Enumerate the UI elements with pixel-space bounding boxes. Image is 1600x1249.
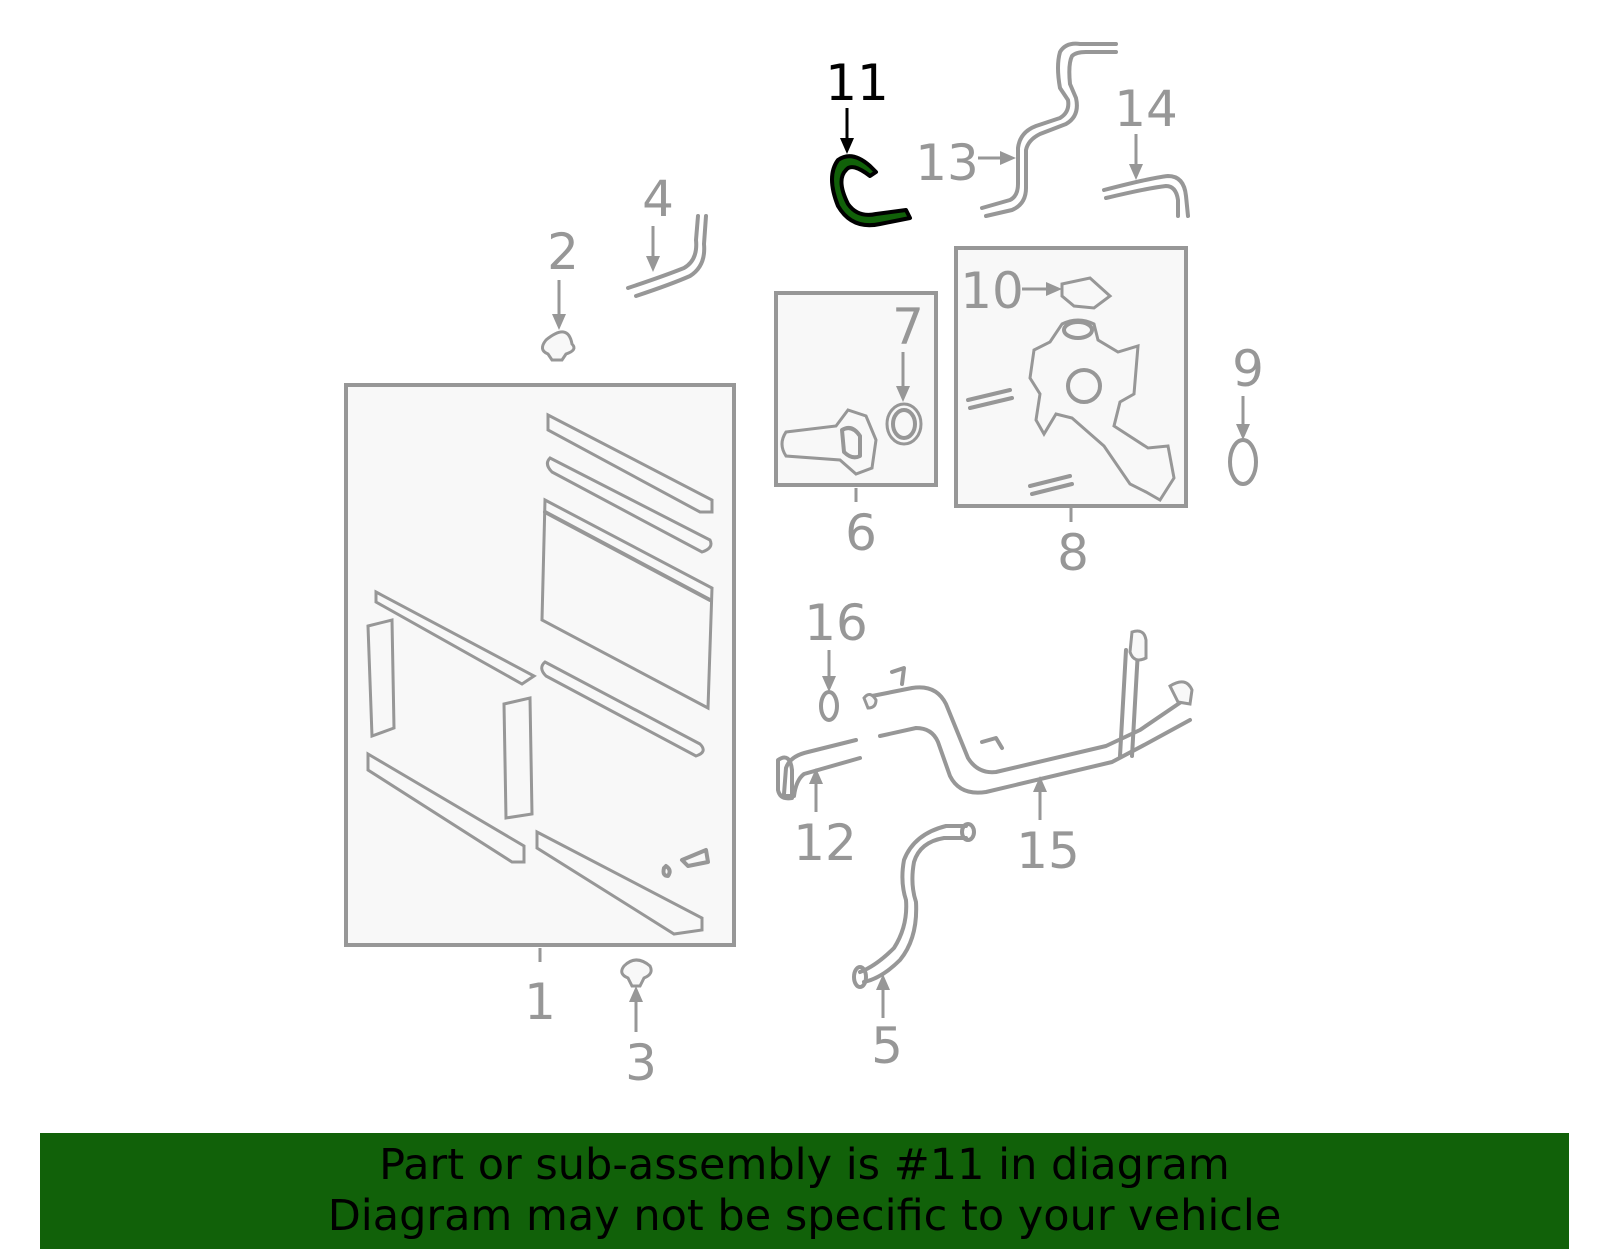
- radiator-lower-seal: [540, 660, 705, 758]
- pipe-15: [870, 685, 1186, 775]
- stud-bolt-lower: [1028, 474, 1074, 496]
- callout-4: 4: [642, 170, 674, 228]
- water-outlet-assembly-group: [954, 246, 1188, 508]
- hose-14: [1102, 174, 1190, 218]
- callout-10: 10: [960, 262, 1024, 320]
- o-ring-9: [1228, 438, 1258, 486]
- banner-line-part: Part or sub-assembly is #11 in diagram: [379, 1140, 1230, 1190]
- callout-9: 9: [1232, 340, 1264, 398]
- hose-4: [626, 214, 700, 290]
- callout-16: 16: [804, 594, 868, 652]
- banner-line-disclaimer: Diagram may not be specific to your vehi…: [327, 1191, 1282, 1241]
- hose-13: [980, 41, 1118, 210]
- cap-10: [1060, 276, 1113, 310]
- radiator-side-left: [366, 618, 396, 739]
- callout-13: 13: [915, 134, 979, 192]
- radiator-assembly-group: [344, 383, 736, 947]
- callout-14: 14: [1114, 80, 1178, 138]
- callout-8: 8: [1057, 524, 1089, 582]
- radiator-upper-tank: [546, 412, 714, 514]
- callout-3: 3: [625, 1034, 657, 1092]
- radiator-support-bottom: [366, 751, 526, 864]
- thermostat-assembly-group: [774, 291, 938, 487]
- radiator-upper-seal: [545, 456, 713, 554]
- o-ring-16: [819, 690, 839, 722]
- drain-plug: [661, 848, 710, 878]
- callout-11: 11: [825, 54, 889, 112]
- callout-7: 7: [892, 298, 924, 356]
- callout-6: 6: [845, 504, 877, 562]
- callout-labels: 1 2 3 4 5 6 7 8 9 10 11 12 13 14 15 16: [524, 54, 1264, 1092]
- callout-12: 12: [793, 814, 857, 872]
- info-banner: Part or sub-assembly is #11 in diagram D…: [40, 1133, 1569, 1249]
- radiator-support-top: [374, 589, 537, 686]
- hose-5: [858, 824, 968, 974]
- callout-2: 2: [547, 223, 579, 281]
- hose-11-highlighted: [830, 154, 912, 228]
- stud-bolt-upper: [966, 388, 1014, 410]
- callout-5: 5: [871, 1017, 903, 1075]
- callout-arrows: [538, 108, 1250, 1032]
- clip-3: [620, 958, 653, 988]
- radiator-core: [540, 497, 714, 711]
- pipe-12: [782, 738, 862, 798]
- callout-15: 15: [1016, 822, 1080, 880]
- radiator-lower-tank: [535, 829, 704, 936]
- radiator-side-mid: [502, 696, 534, 820]
- radiator-cap-2: [541, 330, 576, 362]
- callout-1: 1: [524, 973, 556, 1031]
